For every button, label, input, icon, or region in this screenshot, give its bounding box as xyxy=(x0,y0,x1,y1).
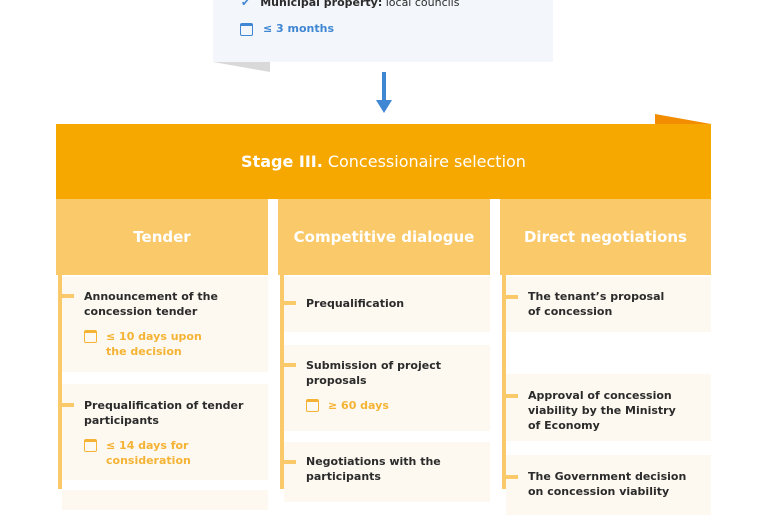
duration-text: ≤ 3 months xyxy=(263,22,335,35)
step-title: Approval of concession viability by the … xyxy=(528,389,676,432)
column-header-tender: Tender xyxy=(56,199,268,275)
owner-line: ✔ Municipal property: local councils xyxy=(241,0,459,9)
timeline-line xyxy=(280,275,284,489)
step-time-text: ≤ 14 days for consideration xyxy=(106,439,191,467)
step-card: The Government decision on concession vi… xyxy=(506,455,711,515)
step-card: Submission of project proposals ≥ 60 day… xyxy=(284,345,490,431)
step-card: Negotiations with the participants xyxy=(284,442,490,502)
timeline-dash xyxy=(284,301,296,305)
owner-label: Municipal property: xyxy=(260,0,383,9)
timeline-dash xyxy=(506,295,518,299)
timeline-dash xyxy=(506,394,518,398)
stage-banner: Stage III.Concessionaire selection xyxy=(56,124,711,199)
step-title: Prequalification xyxy=(306,297,405,310)
calendar-icon xyxy=(84,330,97,343)
timeline-line xyxy=(502,275,506,489)
step-title: The tenant’s proposal of concession xyxy=(528,290,665,318)
step-card: Approval of concession viability by the … xyxy=(506,374,711,441)
previous-stage-card: ✔ Municipal property: local councils ≤ 3 … xyxy=(213,0,553,62)
timeline-dash xyxy=(62,294,74,298)
calendar-icon xyxy=(306,399,319,412)
step-title: The Government decision on concession vi… xyxy=(528,470,687,498)
stage-title: Concessionaire selection xyxy=(327,152,526,171)
calendar-icon xyxy=(240,23,253,36)
step-card: Prequalification xyxy=(284,277,490,332)
stage-number: Stage III. xyxy=(241,152,323,171)
timeline-dash xyxy=(62,403,74,407)
step-title: Announcement of the concession tender xyxy=(84,290,218,318)
card-fold xyxy=(213,62,270,72)
timeline-line xyxy=(58,275,62,489)
step-card xyxy=(62,490,268,510)
step-time-text: ≥ 60 days xyxy=(328,399,389,412)
timeline-dash xyxy=(284,363,296,367)
step-time: ≥ 60 days xyxy=(306,398,389,413)
timeline-dash xyxy=(284,460,296,464)
calendar-icon xyxy=(84,439,97,452)
column-header-competitive-dialogue: Competitive dialogue xyxy=(278,199,490,275)
step-title: Negotiations with the participants xyxy=(306,455,441,483)
step-card: Prequalification of tender participants … xyxy=(62,384,268,480)
step-time: ≤ 14 days for consideration xyxy=(84,438,206,468)
timeline-dash xyxy=(506,475,518,479)
step-card: Announcement of the concession tender ≤ … xyxy=(62,277,268,372)
arrow-down-icon xyxy=(382,72,386,102)
owner-value: local councils xyxy=(385,0,460,9)
check-icon: ✔ xyxy=(241,0,251,9)
step-time-text: ≤ 10 days upon the decision xyxy=(106,330,202,358)
step-card: The tenant’s proposal of concession xyxy=(506,277,711,332)
banner-tab xyxy=(655,114,711,124)
step-title: Submission of project proposals xyxy=(306,359,441,387)
step-title: Prequalification of tender participants xyxy=(84,399,244,427)
arrow-head xyxy=(376,100,392,113)
column-header-direct-negotiations: Direct negotiations xyxy=(500,199,711,275)
step-time: ≤ 10 days upon the decision xyxy=(84,329,206,359)
duration-line: ≤ 3 months xyxy=(240,22,334,36)
